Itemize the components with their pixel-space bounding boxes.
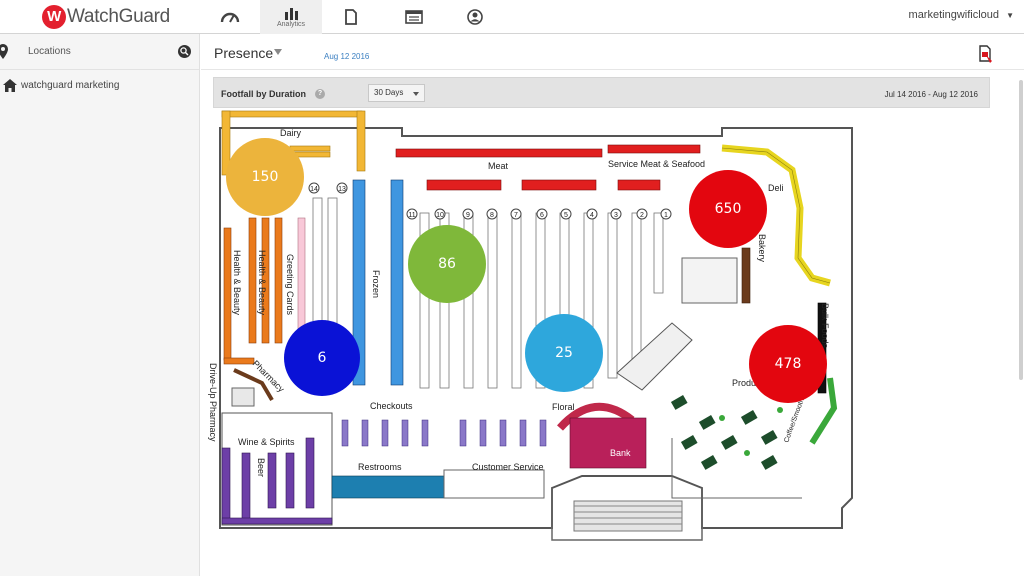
locations-header: Locations	[0, 34, 199, 70]
map-label-customer: Customer Service	[472, 462, 544, 472]
nav-dashboard[interactable]	[199, 0, 261, 34]
grocery-aisles	[312, 197, 664, 389]
wine-shelf	[221, 447, 231, 524]
watchguard-logo[interactable]: W WatchGuard	[42, 4, 170, 30]
aisle-number: 11	[408, 212, 415, 219]
chevron-down-icon: ▼	[1006, 11, 1014, 20]
map-label-floral: Floral	[552, 402, 575, 412]
checkout-lanes	[341, 419, 547, 447]
map-label-bulk: Bulk Foods	[820, 303, 830, 349]
map-label-seafood: Service Meat & Seafood	[608, 159, 705, 169]
home-icon	[3, 79, 17, 92]
aisle-number: 2	[640, 212, 644, 219]
help-icon[interactable]: ?	[315, 89, 325, 99]
period-select[interactable]: 30 Days	[368, 84, 425, 102]
aisle-number: 3	[614, 212, 618, 219]
aisle-number: 14	[310, 186, 318, 193]
user-icon	[467, 9, 483, 25]
nav-analytics-label: Analytics	[276, 21, 305, 28]
map-label-driveup: Drive-Up Pharmacy	[208, 363, 218, 442]
scrollbar-thumb[interactable]	[1019, 80, 1023, 380]
dairy-shelf-top	[221, 110, 363, 118]
list-window-icon	[405, 10, 423, 24]
sidebar: Locations watchguard marketing	[0, 34, 200, 576]
document-icon	[345, 9, 357, 25]
zone-bubble-produce[interactable]: 478	[749, 325, 827, 403]
health-beauty-shelf	[223, 227, 232, 361]
aisle-number: 9	[466, 212, 470, 219]
page-header: Presence Aug 12 2016	[201, 34, 1024, 70]
zone-value: 86	[438, 256, 456, 272]
aisle-number: 7	[514, 212, 518, 219]
map-label-meat: Meat	[488, 161, 509, 171]
analytics-icon	[285, 8, 298, 20]
aisle-number: 6	[540, 212, 544, 219]
map-label-frozen: Frozen	[371, 270, 381, 298]
zone-bubble-frozen[interactable]: 86	[408, 225, 486, 303]
aisle-number: 13	[338, 186, 346, 193]
nav-user[interactable]	[444, 0, 506, 34]
store-floor-map: 14 13 11 10 9 8 7 6 5 4 3 2 1	[202, 108, 1014, 548]
map-label-greeting: Greeting Cards	[285, 254, 295, 316]
location-pin-icon	[0, 44, 8, 59]
search-icon[interactable]	[178, 45, 191, 58]
sidebar-item-label: watchguard marketing	[21, 80, 120, 91]
zone-bubble-dairy[interactable]: 150	[226, 138, 304, 216]
title-dropdown-icon[interactable]	[274, 49, 282, 55]
aisle-number: 1	[664, 212, 668, 219]
footfall-panel-header: Footfall by Duration ? 30 Days Jul 14 20…	[213, 77, 990, 108]
aisle-number: 10	[436, 212, 444, 219]
period-value: 30 Days	[374, 88, 404, 97]
zone-bubble-grocery[interactable]: 25	[525, 314, 603, 392]
logo-mark-icon: W	[42, 5, 66, 29]
panel-title: Footfall by Duration	[221, 89, 306, 99]
map-label-restrooms: Restrooms	[358, 462, 402, 472]
map-label-produce: Produce	[732, 378, 766, 388]
map-label-health1: Health & Beauty	[232, 250, 242, 316]
map-label-wine: Wine & Spirits	[238, 437, 295, 447]
map-label-health2: Health & Beauty	[257, 250, 267, 316]
frozen-shelf	[352, 179, 366, 386]
export-pdf-icon[interactable]	[977, 44, 993, 64]
aisle-number: 5	[564, 212, 568, 219]
map-label-dairy: Dairy	[280, 128, 302, 138]
map-label-bank: Bank	[610, 448, 631, 458]
nav-analytics[interactable]: Analytics	[260, 0, 322, 34]
nav-documents[interactable]	[320, 0, 382, 34]
locations-label: Locations	[28, 46, 71, 57]
logo-text: WatchGuard	[67, 6, 170, 27]
zone-value: 650	[714, 201, 742, 217]
header-date: Aug 12 2016	[324, 52, 370, 61]
meat-shelf	[395, 148, 603, 158]
aisle-number: 8	[490, 212, 494, 219]
map-label-bakery: Bakery	[757, 234, 767, 263]
map-label-deli: Deli	[768, 183, 784, 193]
aisle-number: 4	[590, 212, 594, 219]
restrooms-block	[331, 475, 445, 499]
bank-area	[569, 417, 647, 469]
page-title[interactable]: Presence	[214, 45, 274, 61]
sidebar-item-watchguard-marketing[interactable]: watchguard marketing	[0, 76, 200, 96]
zone-value: 150	[251, 169, 279, 185]
zone-value: 6	[317, 350, 327, 366]
zone-bubble-health[interactable]: 6	[284, 320, 360, 396]
map-label-beer: Beer	[256, 458, 266, 477]
top-bar: W WatchGuard Analytics	[0, 0, 1024, 34]
zone-bubble-deli[interactable]: 650	[689, 170, 767, 248]
zone-value: 478	[774, 356, 802, 372]
user-name: marketingwificloud	[908, 9, 1000, 21]
date-range: Jul 14 2016 - Aug 12 2016	[884, 90, 978, 99]
zone-value: 25	[555, 345, 573, 361]
map-label-checkouts: Checkouts	[370, 401, 413, 411]
produce-fixtures	[670, 395, 778, 470]
chevron-down-icon	[413, 92, 419, 96]
nav-window[interactable]	[383, 0, 445, 34]
user-menu[interactable]: marketingwificloud ▼	[909, 9, 1014, 21]
dashboard-icon	[220, 12, 240, 23]
